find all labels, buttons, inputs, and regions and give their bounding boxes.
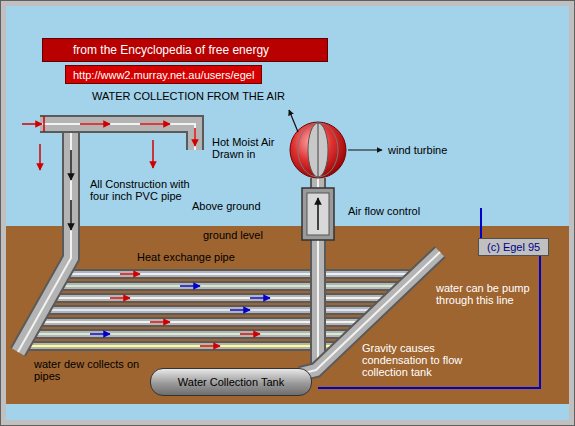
pvc-pipe (61, 273, 417, 275)
pvc-pipe (40, 124, 195, 150)
air-flow-arrow (70, 150, 72, 180)
note-label: water dew collects on pipes (34, 358, 146, 382)
wind-turbine (348, 149, 382, 150)
pvc-pipe (18, 124, 440, 374)
note-label: water can be pump through this line (436, 282, 532, 306)
wind-turbine (302, 188, 334, 240)
flow-arrow (180, 285, 200, 287)
pvc-pipe (40, 124, 195, 150)
pvc-pipe (28, 331, 354, 337)
air-flow-arrow (152, 140, 154, 168)
flow-arrow (110, 297, 130, 299)
flow-arrow (250, 297, 270, 299)
water-line (318, 208, 540, 388)
part-label: Heat exchange pipe (137, 251, 235, 263)
air-flow-arrow (22, 123, 42, 125)
copyright-box: (c) Egel 95 (478, 238, 549, 256)
pvc-pipe (48, 295, 392, 301)
wind-turbine (307, 193, 329, 235)
collection-tank: Water Collection Tank (150, 368, 312, 396)
wind-turbine (289, 110, 298, 132)
flow-arrow (90, 333, 110, 335)
pvc-pipe (41, 305, 379, 315)
pvc-pipe (21, 343, 341, 349)
air-flow-arrow (80, 123, 110, 125)
background (6, 404, 569, 420)
note-label: Gravity causes condensation to flow coll… (362, 342, 482, 378)
flow-arrow (230, 309, 250, 311)
pvc-pipe (48, 293, 392, 303)
wind-turbine (308, 123, 328, 177)
pvc-pipe (317, 178, 319, 372)
zone-label: Above ground (192, 200, 261, 212)
node-text: http://www2.murray.net.au/users/egel (73, 69, 254, 81)
flow-arrow (240, 333, 260, 335)
pvc-pipe (21, 345, 341, 347)
air-intake-label: Hot Moist Air Drawn in (212, 136, 304, 160)
pvc-pipe (55, 283, 405, 289)
pvc-pipe (55, 281, 405, 291)
wind-turbine (318, 123, 319, 177)
air-flow-arrow (43, 116, 45, 132)
pvc-pipe (18, 124, 71, 352)
air-flow-arrow (39, 144, 41, 170)
turbine-label: wind turbine (388, 144, 447, 156)
title-banner: from the Encyclopedia of free energy (42, 38, 328, 62)
flow-arrow (150, 321, 170, 323)
background (6, 226, 569, 404)
wind-turbine (298, 123, 338, 177)
node-text: (c) Egel 95 (487, 241, 540, 253)
flow-arrow (120, 273, 140, 275)
pvc-pipe (41, 307, 379, 313)
node-text: from the Encyclopedia of free energy (73, 43, 269, 57)
zone-label: ground level (203, 229, 263, 241)
air-flow-arrow (70, 200, 72, 230)
note-label: All Construction with four inch PVC pipe (90, 178, 190, 202)
flow-arrow (200, 345, 220, 347)
pvc-pipe (28, 329, 354, 339)
pvc-pipe (18, 124, 71, 352)
node-text: Water Collection Tank (178, 376, 284, 388)
diagram-title: WATER COLLECTION FROM THE AIR (92, 90, 285, 102)
pvc-pipe (28, 333, 354, 335)
wind-turbine (289, 110, 382, 240)
air-flow-arrow (194, 128, 196, 146)
wind-turbine (317, 198, 319, 230)
pvc-pipe (61, 269, 417, 279)
pvc-pipe (48, 297, 392, 299)
pvc-pipe (41, 309, 379, 311)
background (6, 6, 569, 227)
pvc-pipe (40, 124, 195, 150)
pvc-pipe (21, 341, 341, 351)
water-line (318, 208, 540, 388)
pvc-pipe (55, 285, 405, 287)
url-banner: http://www2.murray.net.au/users/egel (65, 65, 262, 84)
pvc-pipe (18, 124, 71, 352)
pvc-pipe (61, 271, 417, 277)
air-flow-arrow (140, 123, 170, 125)
wind-turbine (290, 122, 346, 178)
part-label: Air flow control (348, 205, 420, 217)
